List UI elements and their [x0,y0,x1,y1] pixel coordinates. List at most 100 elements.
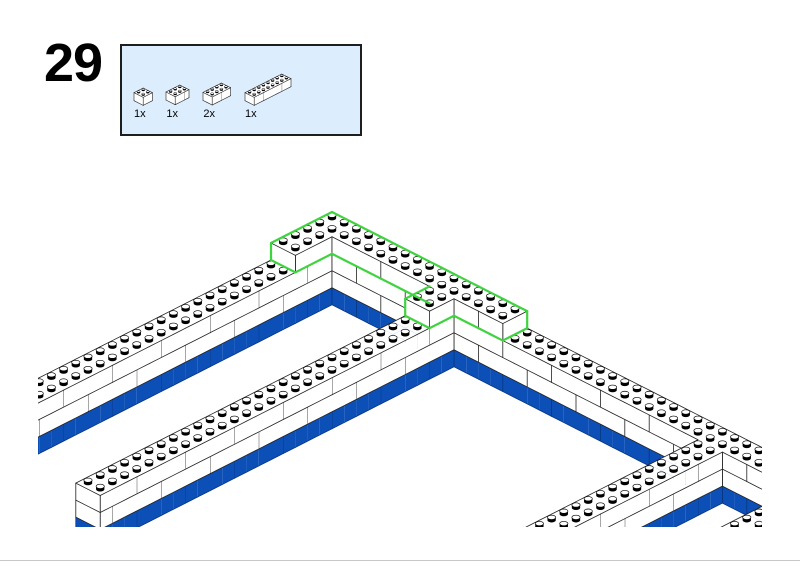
stud [278,237,288,246]
stud [193,434,203,442]
stud [254,266,264,275]
stud [266,273,276,281]
stud [205,291,215,300]
stud [351,353,361,362]
brick-cell [258,396,284,427]
brick-cell [138,87,149,93]
base-brick-cell [294,300,309,324]
stud [206,90,210,94]
brick-cell [136,321,162,335]
brick-cell [685,452,711,482]
brick-cell [38,390,52,420]
brick-cell [75,365,101,396]
brick-cell [343,276,357,301]
stud [571,353,581,362]
brick-cell [294,283,309,307]
brick-cell [249,92,260,106]
brick-cell [746,507,762,521]
stud [595,502,605,511]
stud [169,90,173,94]
part-count: 1x [134,108,146,120]
base-brick-cell [124,510,137,527]
stud [266,384,276,393]
brick-cell [355,283,370,307]
stud [181,304,191,312]
base-brick-cell [148,498,162,523]
brick-cell [575,371,601,402]
brick-cell [295,377,321,408]
brick-cell [624,470,650,484]
base-brick-cell [112,517,125,527]
stud [742,440,752,449]
brick-cell [203,89,213,103]
brick-cell [307,358,332,372]
brick-cell [612,476,637,490]
stud [669,403,679,411]
brick-cell [258,272,284,303]
brick-cell [612,518,625,527]
brick-cell [661,464,687,495]
stud [681,446,691,455]
stud [279,78,284,82]
brick-cell [172,345,187,369]
brick-cell [112,333,137,347]
stud [217,285,227,294]
stud [261,83,266,87]
brick-cell [246,402,272,433]
stud [656,459,666,467]
base-brick-cell [38,430,52,454]
stud [632,471,642,480]
stud [364,335,374,343]
stud [754,459,762,467]
brick-cell [212,85,222,90]
brick-cell [210,297,235,327]
stud [327,225,337,233]
base-brick-cell [343,399,357,423]
brick-cell [51,377,77,408]
brick-2x2-icon [133,87,153,106]
stud [132,452,142,461]
stud [608,384,618,393]
brick-cell [99,464,125,477]
base-brick-cell [490,368,504,392]
brick-cell [588,501,613,527]
brick-cell [698,433,723,446]
brick-cell [246,278,272,309]
brick-cell [550,526,553,527]
part-item: 2x [201,79,233,120]
brick-cell [710,426,735,440]
brick-cell [637,389,662,403]
stud [144,322,154,331]
stud [339,231,349,239]
brick-cell [343,340,369,353]
brick-cell [207,92,218,106]
stud [242,285,252,294]
brick-cell [624,396,650,427]
brick-cell [746,458,762,489]
stud [107,477,117,486]
stud [247,90,252,94]
brick-cell [661,451,686,465]
base-brick-cell [246,448,260,473]
brick-cell [698,420,723,434]
stud [290,243,300,252]
brick-cell [734,513,759,527]
new-brick-cell [477,304,503,335]
base-brick-cell [136,380,150,405]
stud [767,466,775,473]
stud [95,347,105,356]
brick-cell [258,383,284,397]
stud [46,372,56,380]
base-brick-cell [441,349,455,374]
stud [156,452,166,461]
brick-2x4-icon [203,82,232,106]
stud [219,87,224,91]
stud [595,378,605,387]
base-brick-cell [502,374,516,399]
brick-cell [380,321,406,335]
brick-cell [88,359,113,389]
stud [95,471,105,480]
new-brick-cell [380,255,406,285]
stud [132,465,142,473]
